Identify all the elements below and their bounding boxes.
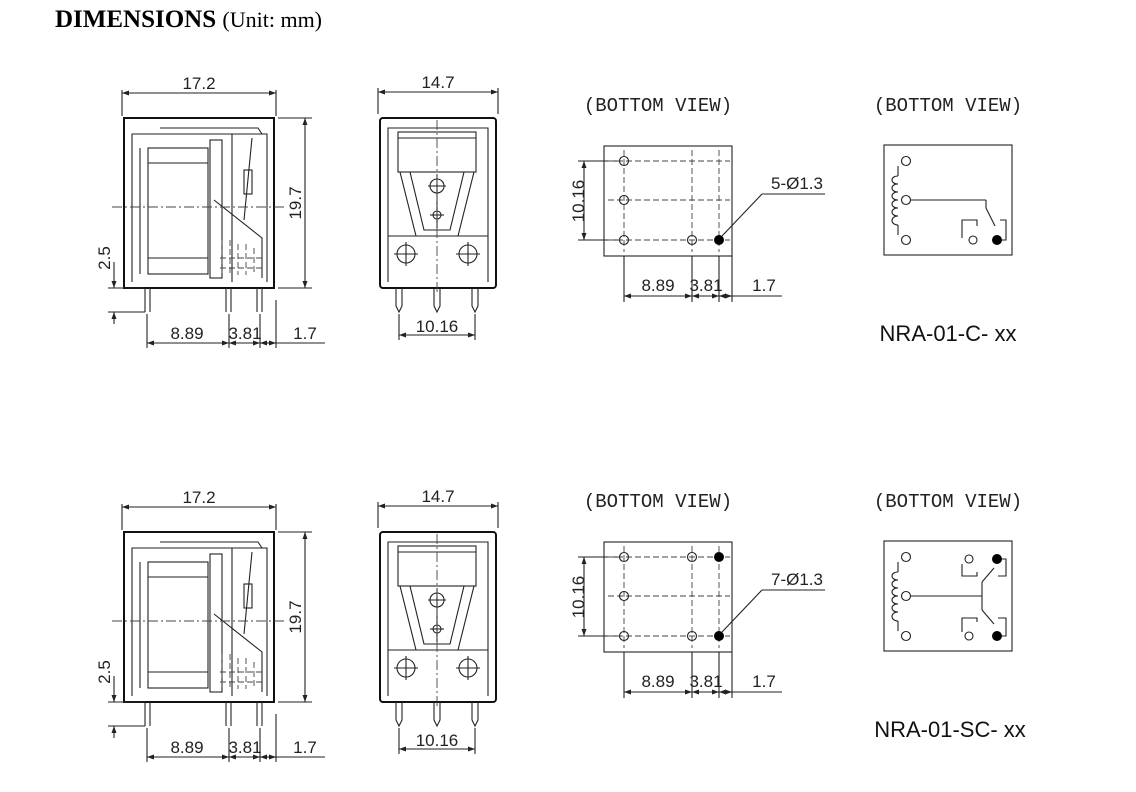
model-number: NRA-01-SC- xx	[874, 717, 1026, 742]
pin-hole	[618, 155, 630, 167]
contact-terminal	[964, 554, 974, 564]
side-view: 17.2 19.7 2.5 8.89 3.81 1.7	[95, 74, 325, 348]
heading-title: DIMENSIONS	[55, 6, 217, 33]
pin-hole	[686, 234, 698, 246]
edge-offset-dim: 1.7	[752, 276, 776, 295]
front-width-dim: 14.7	[421, 487, 454, 506]
edge-offset-dim: 1.7	[293, 738, 317, 757]
switch-arm-lower	[981, 609, 995, 625]
footprint-height-dim: 10.16	[569, 180, 588, 223]
pin-hole	[686, 630, 698, 642]
pin-hole-filled	[714, 552, 724, 562]
coil-terminal	[900, 551, 912, 563]
edge-offset-dim: 1.7	[293, 324, 317, 343]
hole-callout: 5-Ø1.3	[771, 174, 823, 193]
front-view: 14.7 10.16	[378, 487, 498, 754]
front-view: 14.7 10.16	[378, 73, 498, 340]
page-heading: DIMENSIONS (Unit: mm)	[55, 6, 322, 34]
contact-terminal-filled	[992, 554, 1002, 564]
relay-drawing-sc: 17.2 19.7 2.5 8.89 3.81 1.7 14.7 10.16 (…	[95, 487, 1026, 762]
schematic-frame	[883, 144, 1013, 256]
schematic-view-label: (BOTTOM VIEW)	[874, 491, 1022, 513]
front-pitch-dim: 10.16	[416, 317, 459, 336]
bottom-view-label: (BOTTOM VIEW)	[584, 491, 732, 513]
common-terminal	[900, 194, 912, 206]
pin-spacing-dim: 8.89	[170, 324, 203, 343]
edge-offset-dim: 1.7	[752, 672, 776, 691]
bottom-view-label: (BOTTOM VIEW)	[584, 95, 732, 117]
contact-terminal-filled	[992, 631, 1002, 641]
switch-arm-upper	[981, 567, 995, 583]
front-pitch-dim: 10.16	[416, 731, 459, 750]
bottom-view-footprint: (BOTTOM VIEW) 10.16 7-Ø1.3 8.89 3.81 1.7	[569, 491, 825, 698]
pin-hole	[618, 590, 630, 602]
pin-spacing-dim: 3.81	[228, 324, 261, 343]
footprint-height-dim: 10.16	[569, 576, 588, 619]
schematic-frame	[883, 540, 1013, 652]
side-width-dim: 17.2	[182, 488, 215, 507]
pin-hole	[618, 551, 630, 563]
pin-spacing-dim: 8.89	[641, 276, 674, 295]
wiring-schematic: (BOTTOM VIEW) NRA-01-SC- xx	[874, 491, 1026, 742]
side-height-dim: 19.7	[286, 186, 305, 219]
heading-unit: (Unit: mm)	[222, 7, 323, 32]
bottom-view-footprint: (BOTTOM VIEW) 10.16 5-Ø1.3 8.89 3.81 1.7	[569, 95, 825, 302]
no-terminal	[992, 235, 1002, 245]
hole-callout: 7-Ø1.3	[771, 570, 823, 589]
pin-hole	[618, 194, 630, 206]
contact-terminal	[964, 631, 974, 641]
side-width-dim: 17.2	[182, 74, 215, 93]
pin-spacing-dim: 8.89	[170, 738, 203, 757]
wiring-schematic: (BOTTOM VIEW) NRA-01-C- xx	[874, 95, 1022, 346]
coil-terminal	[900, 630, 912, 642]
pin-hole	[618, 234, 630, 246]
side-view: 17.2 19.7 2.5 8.89 3.81 1.7	[95, 488, 325, 762]
pin-hole-filled	[714, 631, 724, 641]
pin-length-dim: 2.5	[95, 246, 114, 270]
nc-terminal	[968, 235, 978, 245]
front-width-dim: 14.7	[421, 73, 454, 92]
common-terminal	[900, 590, 912, 602]
pin-hole-filled	[714, 235, 724, 245]
pin-spacing-dim: 8.89	[641, 672, 674, 691]
pin-hole	[618, 630, 630, 642]
coil-icon	[891, 175, 899, 226]
pin-length-dim: 2.5	[95, 660, 114, 684]
model-number: NRA-01-C- xx	[880, 321, 1017, 346]
relay-drawing-c: 17.2 19.7 2.5 8.89 3.81 1.7 14.7 10.16 (…	[95, 73, 1022, 348]
side-height-dim: 19.7	[286, 600, 305, 633]
pin-spacing-dim: 3.81	[689, 276, 722, 295]
switch-arm	[985, 207, 996, 227]
coil-terminal	[900, 234, 912, 246]
pin-spacing-dim: 3.81	[228, 738, 261, 757]
pin-hole	[686, 551, 698, 563]
pin-spacing-dim: 3.81	[689, 672, 722, 691]
schematic-view-label: (BOTTOM VIEW)	[874, 95, 1022, 117]
coil-icon	[891, 571, 899, 622]
coil-terminal	[900, 155, 912, 167]
